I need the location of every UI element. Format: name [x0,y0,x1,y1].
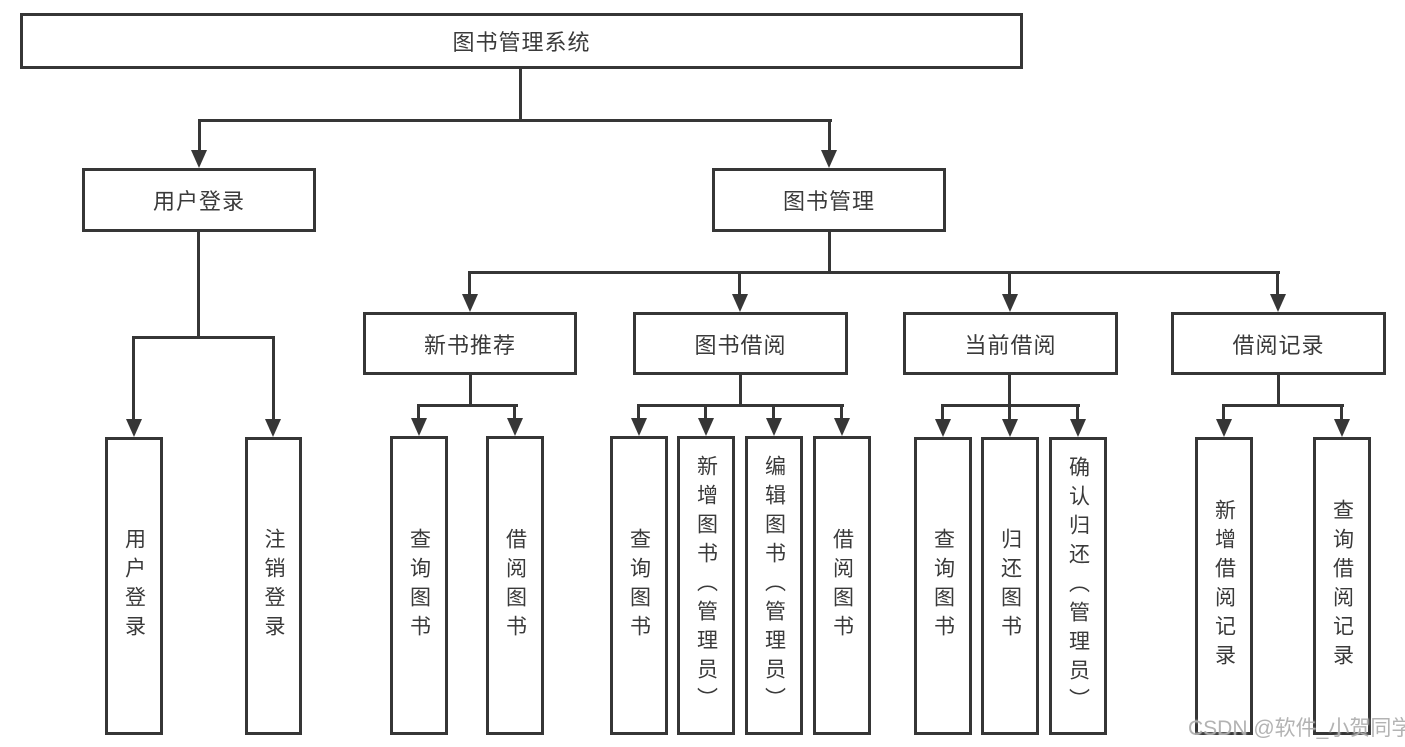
arrow-down-icon [834,418,850,436]
connector-drop-user-login [198,119,201,152]
connector-drop-bb-edit [772,404,775,420]
arrow-down-icon [1002,294,1018,312]
arrow-down-icon [732,294,748,312]
node-book-management-label: 图书管理 [782,189,875,214]
connector-new-book-stem [469,375,472,407]
leaf-cb-query-books: 查询图书 [914,437,972,735]
node-root-label: 图书管理系统 [452,30,591,55]
leaf-logout-label: 注销登录 [262,528,286,644]
leaf-bb-query-books: 查询图书 [610,436,668,735]
connector-drop-cur-borrow [1008,271,1011,297]
arrow-down-icon [821,150,837,168]
connector-drop-bb-query [637,404,640,420]
connector-drop-nbr-query [417,404,420,420]
connector-drop-book-mgmt [828,119,831,152]
leaf-bb-borrow-books-label: 借阅图书 [830,527,854,644]
arrow-down-icon [126,419,142,437]
leaf-user-login-label: 用户登录 [122,528,146,644]
leaf-bb-add-books-admin-label: 新增图书（管理员） [694,455,718,716]
leaf-br-add-record: 新增借阅记录 [1195,437,1253,735]
node-book-management: 图书管理 [712,168,946,232]
node-borrow-record: 借阅记录 [1171,312,1386,375]
leaf-user-login: 用户登录 [105,437,163,735]
node-user-login: 用户登录 [82,168,316,232]
leaf-br-query-record-label: 查询借阅记录 [1330,499,1354,673]
arrow-down-icon [1070,419,1086,437]
connector-user-login-stem [197,232,200,339]
connector-drop-borrow-rec [1276,271,1279,297]
connector-drop-bb-add [704,404,707,420]
node-borrow-record-label: 借阅记录 [1232,332,1325,358]
leaf-cb-return-books: 归还图书 [981,437,1039,735]
connector-drop-cb-confirm [1076,404,1079,421]
leaf-nbr-borrow-books: 借阅图书 [486,436,544,735]
arrow-down-icon [507,418,523,436]
leaf-cb-query-books-label: 查询图书 [931,528,955,644]
node-root: 图书管理系统 [20,13,1023,69]
arrow-down-icon [935,419,951,437]
connector-book-borrow-bus [637,404,844,407]
connector-book-borrow-stem [739,375,742,407]
arrow-down-icon [1270,294,1286,312]
connector-drop-book-borrow [738,271,741,297]
leaf-bb-edit-books-admin-label: 编辑图书（管理员） [762,455,786,716]
arrow-down-icon [265,419,281,437]
leaf-bb-add-books-admin: 新增图书（管理员） [677,436,735,735]
node-new-book-recommend-label: 新书推荐 [423,332,516,358]
csdn-watermark: CSDN @软件_小贺同学 [1188,717,1405,740]
leaf-br-add-record-label: 新增借阅记录 [1212,499,1236,673]
connector-level3-bus [468,271,1280,274]
arrow-down-icon [1002,419,1018,437]
connector-drop-br-add [1222,404,1225,421]
arrow-down-icon [1334,419,1350,437]
leaf-logout: 注销登录 [245,437,302,735]
node-book-borrow-label: 图书借阅 [694,332,787,358]
leaf-nbr-borrow-books-label: 借阅图书 [503,527,527,644]
connector-drop-ul-logout [272,336,275,421]
node-current-borrow: 当前借阅 [903,312,1118,375]
arrow-down-icon [411,418,427,436]
connector-user-login-bus [132,336,275,339]
connector-borrow-rec-stem [1277,375,1280,407]
node-book-borrow: 图书借阅 [633,312,848,375]
leaf-nbr-query-books: 查询图书 [390,436,448,735]
connector-drop-bb-borrow [840,404,843,420]
connector-new-book-bus [417,404,518,407]
arrow-down-icon [191,150,207,168]
connector-book-mgmt-stem [828,232,831,274]
leaf-cb-confirm-return-admin-label: 确认归还（管理员） [1066,455,1090,717]
leaf-bb-query-books-label: 查询图书 [627,527,651,644]
connector-level2-bus [198,119,832,122]
connector-drop-new-book [468,271,471,297]
arrow-down-icon [766,418,782,436]
leaf-nbr-query-books-label: 查询图书 [407,527,431,644]
node-user-login-label: 用户登录 [152,189,245,214]
node-new-book-recommend: 新书推荐 [363,312,577,375]
leaf-cb-return-books-label: 归还图书 [998,528,1022,644]
leaf-bb-edit-books-admin: 编辑图书（管理员） [745,436,803,735]
connector-drop-nbr-borrow [513,404,516,420]
leaf-bb-borrow-books: 借阅图书 [813,436,871,735]
connector-drop-br-query [1340,404,1343,421]
leaf-br-query-record: 查询借阅记录 [1313,437,1371,735]
node-current-borrow-label: 当前借阅 [964,332,1057,358]
arrow-down-icon [1216,419,1232,437]
arrow-down-icon [462,294,478,312]
leaf-cb-confirm-return-admin: 确认归还（管理员） [1049,437,1107,735]
connector-root-stem [519,69,522,122]
connector-cur-borrow-stem [1008,375,1011,407]
arrow-down-icon [631,418,647,436]
arrow-down-icon [698,418,714,436]
connector-borrow-rec-bus [1222,404,1344,407]
connector-drop-cb-query [941,404,944,421]
connector-drop-cb-return [1008,404,1011,421]
connector-drop-ul-login [132,336,135,421]
